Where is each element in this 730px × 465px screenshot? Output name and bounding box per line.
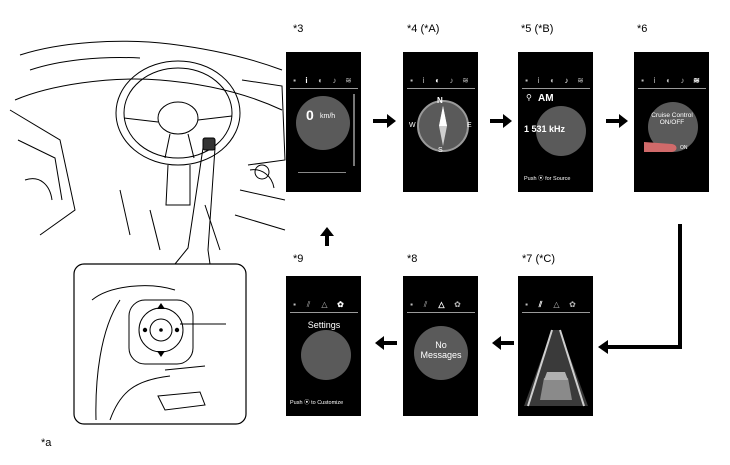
tab-bar: ▪ i ◐ ♪ ≋ (522, 74, 590, 89)
music-icon: ♪ (332, 76, 337, 85)
car-icon: ▪ (293, 76, 296, 85)
tab-bar: ▪ i ◐ ♪ ≋ (290, 74, 358, 89)
music-icon: ♪ (564, 76, 569, 85)
tab-bar: ▪ i ◐ ♪ ≋ (407, 74, 475, 89)
gear-icon: ✿ (337, 300, 344, 309)
car-icon: ▪ (525, 76, 528, 85)
audio-hint: Push ⦿ for Source (524, 176, 571, 182)
audio-band: AM (538, 93, 554, 104)
assist-icon: ≋ (577, 76, 584, 85)
compass-needle-icon (439, 106, 447, 146)
warning-icon: △ (553, 300, 560, 309)
info-icon: i (422, 76, 425, 85)
cruise-on: ON (680, 145, 688, 151)
arrow-left-1 (492, 336, 514, 350)
compass-icon: ◐ (435, 76, 440, 85)
info-icon: i (653, 76, 656, 85)
arrow-right-2 (490, 114, 512, 128)
car-icon: ▪ (410, 76, 413, 85)
info-icon: i (537, 76, 540, 85)
audio-frequency: 1 531 kHz (524, 124, 566, 134)
tab-bar: ▪ ⫽ △ ✿ (407, 298, 475, 313)
settings-hint: Push ⦿ to Customize (290, 400, 344, 406)
screen-speedometer: ▪ i ◐ ♪ ≋ 0 km/h (286, 52, 361, 192)
speed-scale-bar (353, 94, 355, 166)
info-icon: i (305, 76, 308, 85)
car-icon: ▪ (641, 76, 644, 85)
lane-icon: ⫽ (423, 300, 428, 309)
lane-view-icon (524, 329, 588, 407)
arrow-up (320, 227, 334, 246)
tab-bar: ▪ i ◐ ♪ ≋ (638, 74, 706, 89)
car-icon: ▪ (525, 300, 528, 309)
compass-s: S (438, 147, 443, 154)
screen-settings: ▪ ⫽ △ ✿ Settings Push ⦿ to Customize (286, 276, 361, 416)
messages-text: No Messages (420, 340, 462, 361)
arrow-right-1 (373, 114, 396, 128)
screen-compass: ▪ i ◐ ♪ ≋ N W E S (403, 52, 478, 192)
settings-title: Settings (307, 320, 341, 330)
callout-8: *8 (407, 253, 418, 265)
warning-icon: △ (438, 300, 445, 309)
divider (298, 172, 346, 173)
switch-inset (73, 263, 247, 425)
callout-7: *7 (*C) (522, 253, 556, 265)
compass-icon: ◐ (318, 76, 323, 85)
cruise-lever-icon (644, 142, 677, 152)
assist-icon: ≋ (345, 76, 352, 85)
callout-5: *5 (*B) (521, 23, 554, 35)
callout-6: *6 (637, 23, 648, 35)
screen-audio: ▪ i ◐ ♪ ≋ ⚲ AM 1 531 kHz Push ⦿ for Sour… (518, 52, 593, 192)
speed-value: 0 (306, 107, 314, 123)
car-icon: ▪ (293, 300, 296, 309)
arrow-right-3 (606, 114, 628, 128)
assist-icon: ≋ (693, 76, 700, 85)
callout-a: *a (41, 437, 52, 449)
callout-9: *9 (293, 253, 304, 265)
tab-bar: ▪ ⫽ △ ✿ (290, 298, 358, 313)
antenna-icon: ⚲ (526, 93, 532, 102)
speed-disc (296, 96, 350, 150)
music-icon: ♪ (449, 76, 454, 85)
speed-unit: km/h (320, 113, 336, 120)
compass-e: E (467, 122, 472, 129)
compass-w: W (409, 122, 416, 129)
audio-disc (536, 106, 586, 156)
assist-icon: ≋ (462, 76, 469, 85)
car-icon: ▪ (410, 300, 413, 309)
callout-4: *4 (*A) (407, 23, 440, 35)
callout-3: *3 (293, 23, 304, 35)
tab-bar: ▪ ⫽ △ ✿ (522, 298, 590, 313)
compass-icon: ◐ (550, 76, 555, 85)
lane-icon: ⫽ (306, 300, 311, 309)
gear-icon: ✿ (569, 300, 576, 309)
screen-messages: ▪ ⫽ △ ✿ No Messages (403, 276, 478, 416)
screen-lane-assist: ▪ ⫽ △ ✿ (518, 276, 593, 416)
compass-icon: ◐ (666, 76, 671, 85)
compass-n: N (437, 96, 443, 105)
arrow-connector (598, 224, 682, 354)
lane-icon: ⫽ (538, 300, 543, 309)
gear-icon: ✿ (454, 300, 461, 309)
dashboard-illustration (9, 40, 286, 265)
cruise-text: Cruise Control ON/OFF (651, 112, 693, 127)
messages-disc (414, 326, 468, 380)
screen-cruise-control: ▪ i ◐ ♪ ≋ Cruise Control ON/OFF ON (634, 52, 709, 192)
arrow-left-2 (375, 336, 397, 350)
music-icon: ♪ (680, 76, 685, 85)
warning-icon: △ (321, 300, 328, 309)
settings-disc (301, 330, 351, 380)
